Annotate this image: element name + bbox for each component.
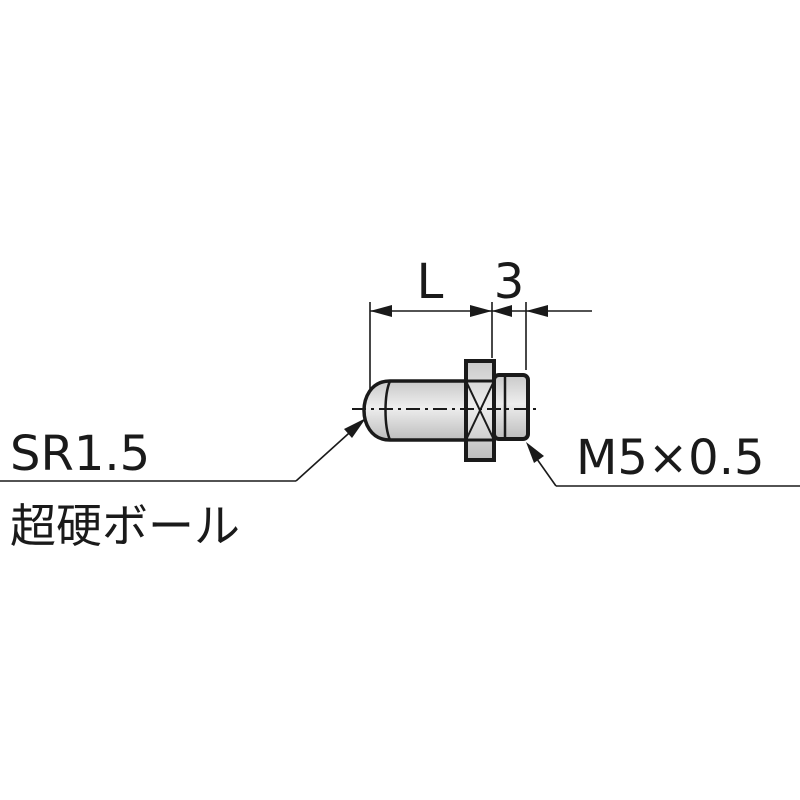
- arrow-leader-tip: [344, 418, 366, 438]
- dimension-label-head: 3: [494, 254, 525, 310]
- leader-tip: [295, 424, 359, 482]
- ball-tip-boundary: [384, 380, 392, 441]
- dimension-label-l: L: [417, 254, 444, 310]
- arrow-3-left: [492, 305, 512, 317]
- shank-body: [362, 379, 468, 442]
- threaded-end: [492, 373, 530, 441]
- callout-thread: M5×0.5: [576, 430, 765, 486]
- callout-tip-radius: SR1.5: [10, 426, 150, 482]
- callout-tip-material: 超硬ボール: [10, 499, 240, 553]
- arrow-l-left: [370, 305, 392, 317]
- arrow-3-right: [526, 305, 548, 317]
- arrow-l-right: [470, 305, 492, 317]
- flange-cross-b: [465, 380, 495, 441]
- arrow-leader-thread: [526, 442, 544, 463]
